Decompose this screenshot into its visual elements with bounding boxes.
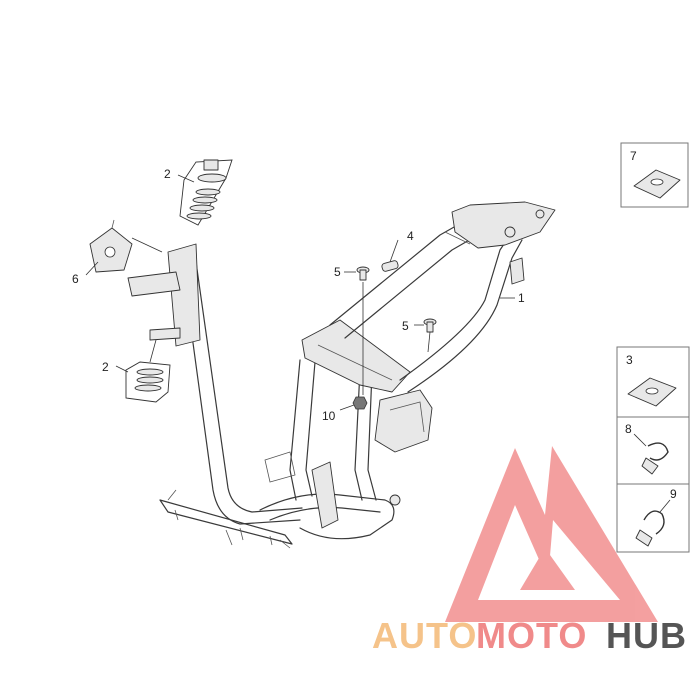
callout-5-lower: 5	[402, 319, 409, 333]
watermark-auto: AUTO	[372, 615, 477, 656]
callout-6: 6	[72, 272, 79, 286]
watermark-moto: MOTO	[476, 615, 587, 656]
spacer-set-part-2-upper	[179, 159, 233, 226]
callout-9: 9	[670, 487, 677, 501]
callout-10: 10	[322, 409, 336, 423]
main-frame	[159, 201, 556, 549]
callout-2-upper: 2	[164, 167, 171, 181]
steering-stem	[127, 271, 181, 341]
nut-part-10	[352, 396, 368, 410]
watermark-text: AUTO MOTO HUB	[372, 615, 687, 656]
inset-box-7: 7	[620, 142, 689, 208]
pin-part-4	[381, 260, 399, 272]
inset-box-3-8-9: 3 8 9	[616, 346, 690, 553]
callout-4: 4	[407, 229, 414, 243]
callout-labels: 1 2 2 4 5 5 6 10	[72, 167, 525, 423]
callout-3: 3	[626, 353, 633, 367]
plate-part-6	[89, 219, 133, 273]
callout-1: 1	[518, 291, 525, 305]
spacer-set-part-2-lower	[125, 361, 171, 403]
callout-7: 7	[630, 149, 637, 163]
callout-5-upper: 5	[334, 265, 341, 279]
watermark-hub: HUB	[606, 615, 687, 656]
bolt-part-5-b	[423, 318, 437, 333]
bolt-part-5-a	[356, 266, 370, 281]
callout-8: 8	[625, 422, 632, 436]
leader-lines	[85, 174, 515, 411]
watermark-logo	[445, 446, 658, 622]
callout-2-lower: 2	[102, 360, 109, 374]
